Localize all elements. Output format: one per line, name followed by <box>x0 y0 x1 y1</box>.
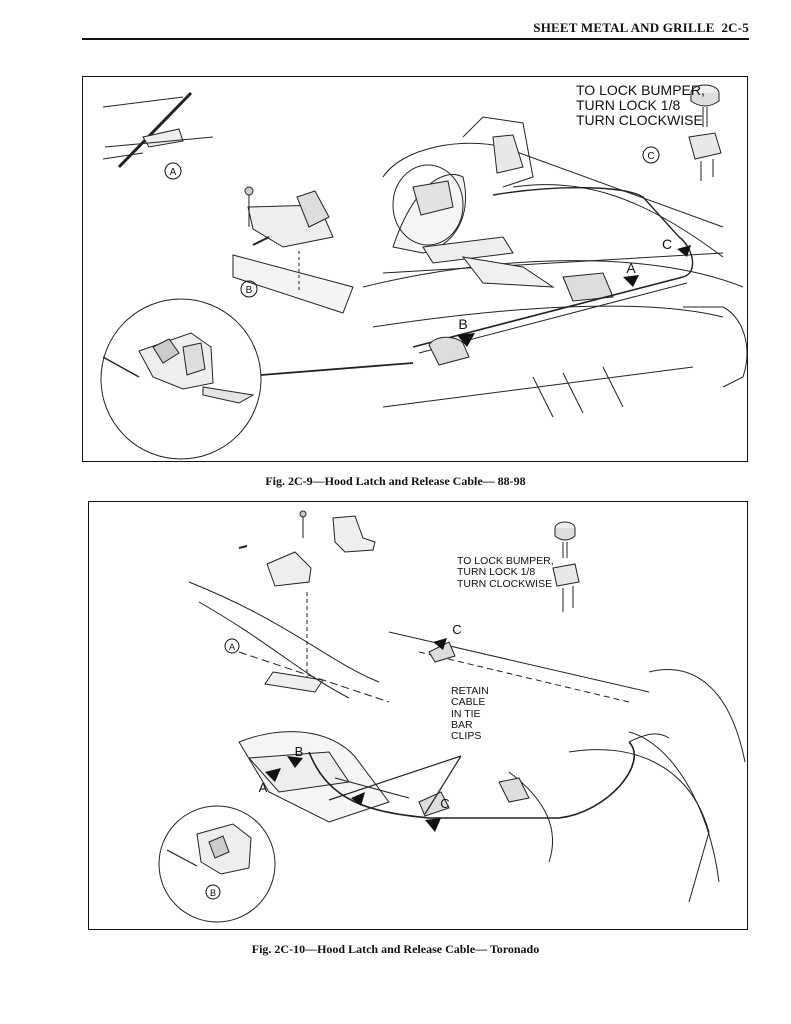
figure-1-circle-b <box>240 280 258 298</box>
figure-2-circle-a-text: A <box>229 642 235 652</box>
figure-2-circle-b-text: B <box>210 888 216 898</box>
figure-2-arrow-label-b: B <box>295 744 304 759</box>
figure-2-arrow-label-c-top: C <box>452 622 461 637</box>
figure-1-arrow-label-a: A <box>626 260 636 276</box>
figure-2-circle-b <box>205 884 221 900</box>
figure-2-circle-a <box>224 638 240 654</box>
figure-1-circle-c-text: C <box>647 151 654 162</box>
figure-1-arrow-label-b: B <box>458 316 467 332</box>
figure-1-caption: Fig. 2C-9—Hood Latch and Release Cable— … <box>265 474 526 488</box>
figure-1-circle-b-text: B <box>246 285 253 296</box>
figure-2-caption: Fig. 2C-10—Hood Latch and Release Cable—… <box>251 942 540 956</box>
page-header: SHEET METAL AND GRILLE 2C-5 <box>533 20 749 36</box>
page-number: 2C-5 <box>721 20 749 35</box>
figure-2-retain-note: RETAIN CABLE IN TIE BAR CLIPS <box>451 685 489 743</box>
figure-1-arrow-label-c: C <box>662 236 672 252</box>
figure-2-illustration: A B A B C C <box>158 510 746 923</box>
figure-2-panel: A B A B C C TO LOCK BUMPER, TURN LOCK 1/… <box>88 501 748 930</box>
figure-1-panel: A B C A B C TO LOCK BUMPER, TURN LOCK 1/… <box>82 76 748 462</box>
figure-1-circle-a-text: A <box>170 167 177 178</box>
figure-2-arrow-label-c-bottom: C <box>440 796 449 811</box>
figure-1-illustration: A B C A B C <box>100 84 747 460</box>
figure-2-bumper-note: TO LOCK BUMPER, TURN LOCK 1/8 TURN CLOCK… <box>457 555 554 590</box>
figure-2-arrow-label-a: A <box>259 780 268 795</box>
header-rule <box>82 38 749 40</box>
figure-1-circle-a <box>164 162 182 180</box>
figure-1-circle-c <box>642 146 660 164</box>
header-title: SHEET METAL AND GRILLE <box>533 20 715 35</box>
figure-1-bumper-note: TO LOCK BUMPER, TURN LOCK 1/8 TURN CLOCK… <box>576 82 705 129</box>
